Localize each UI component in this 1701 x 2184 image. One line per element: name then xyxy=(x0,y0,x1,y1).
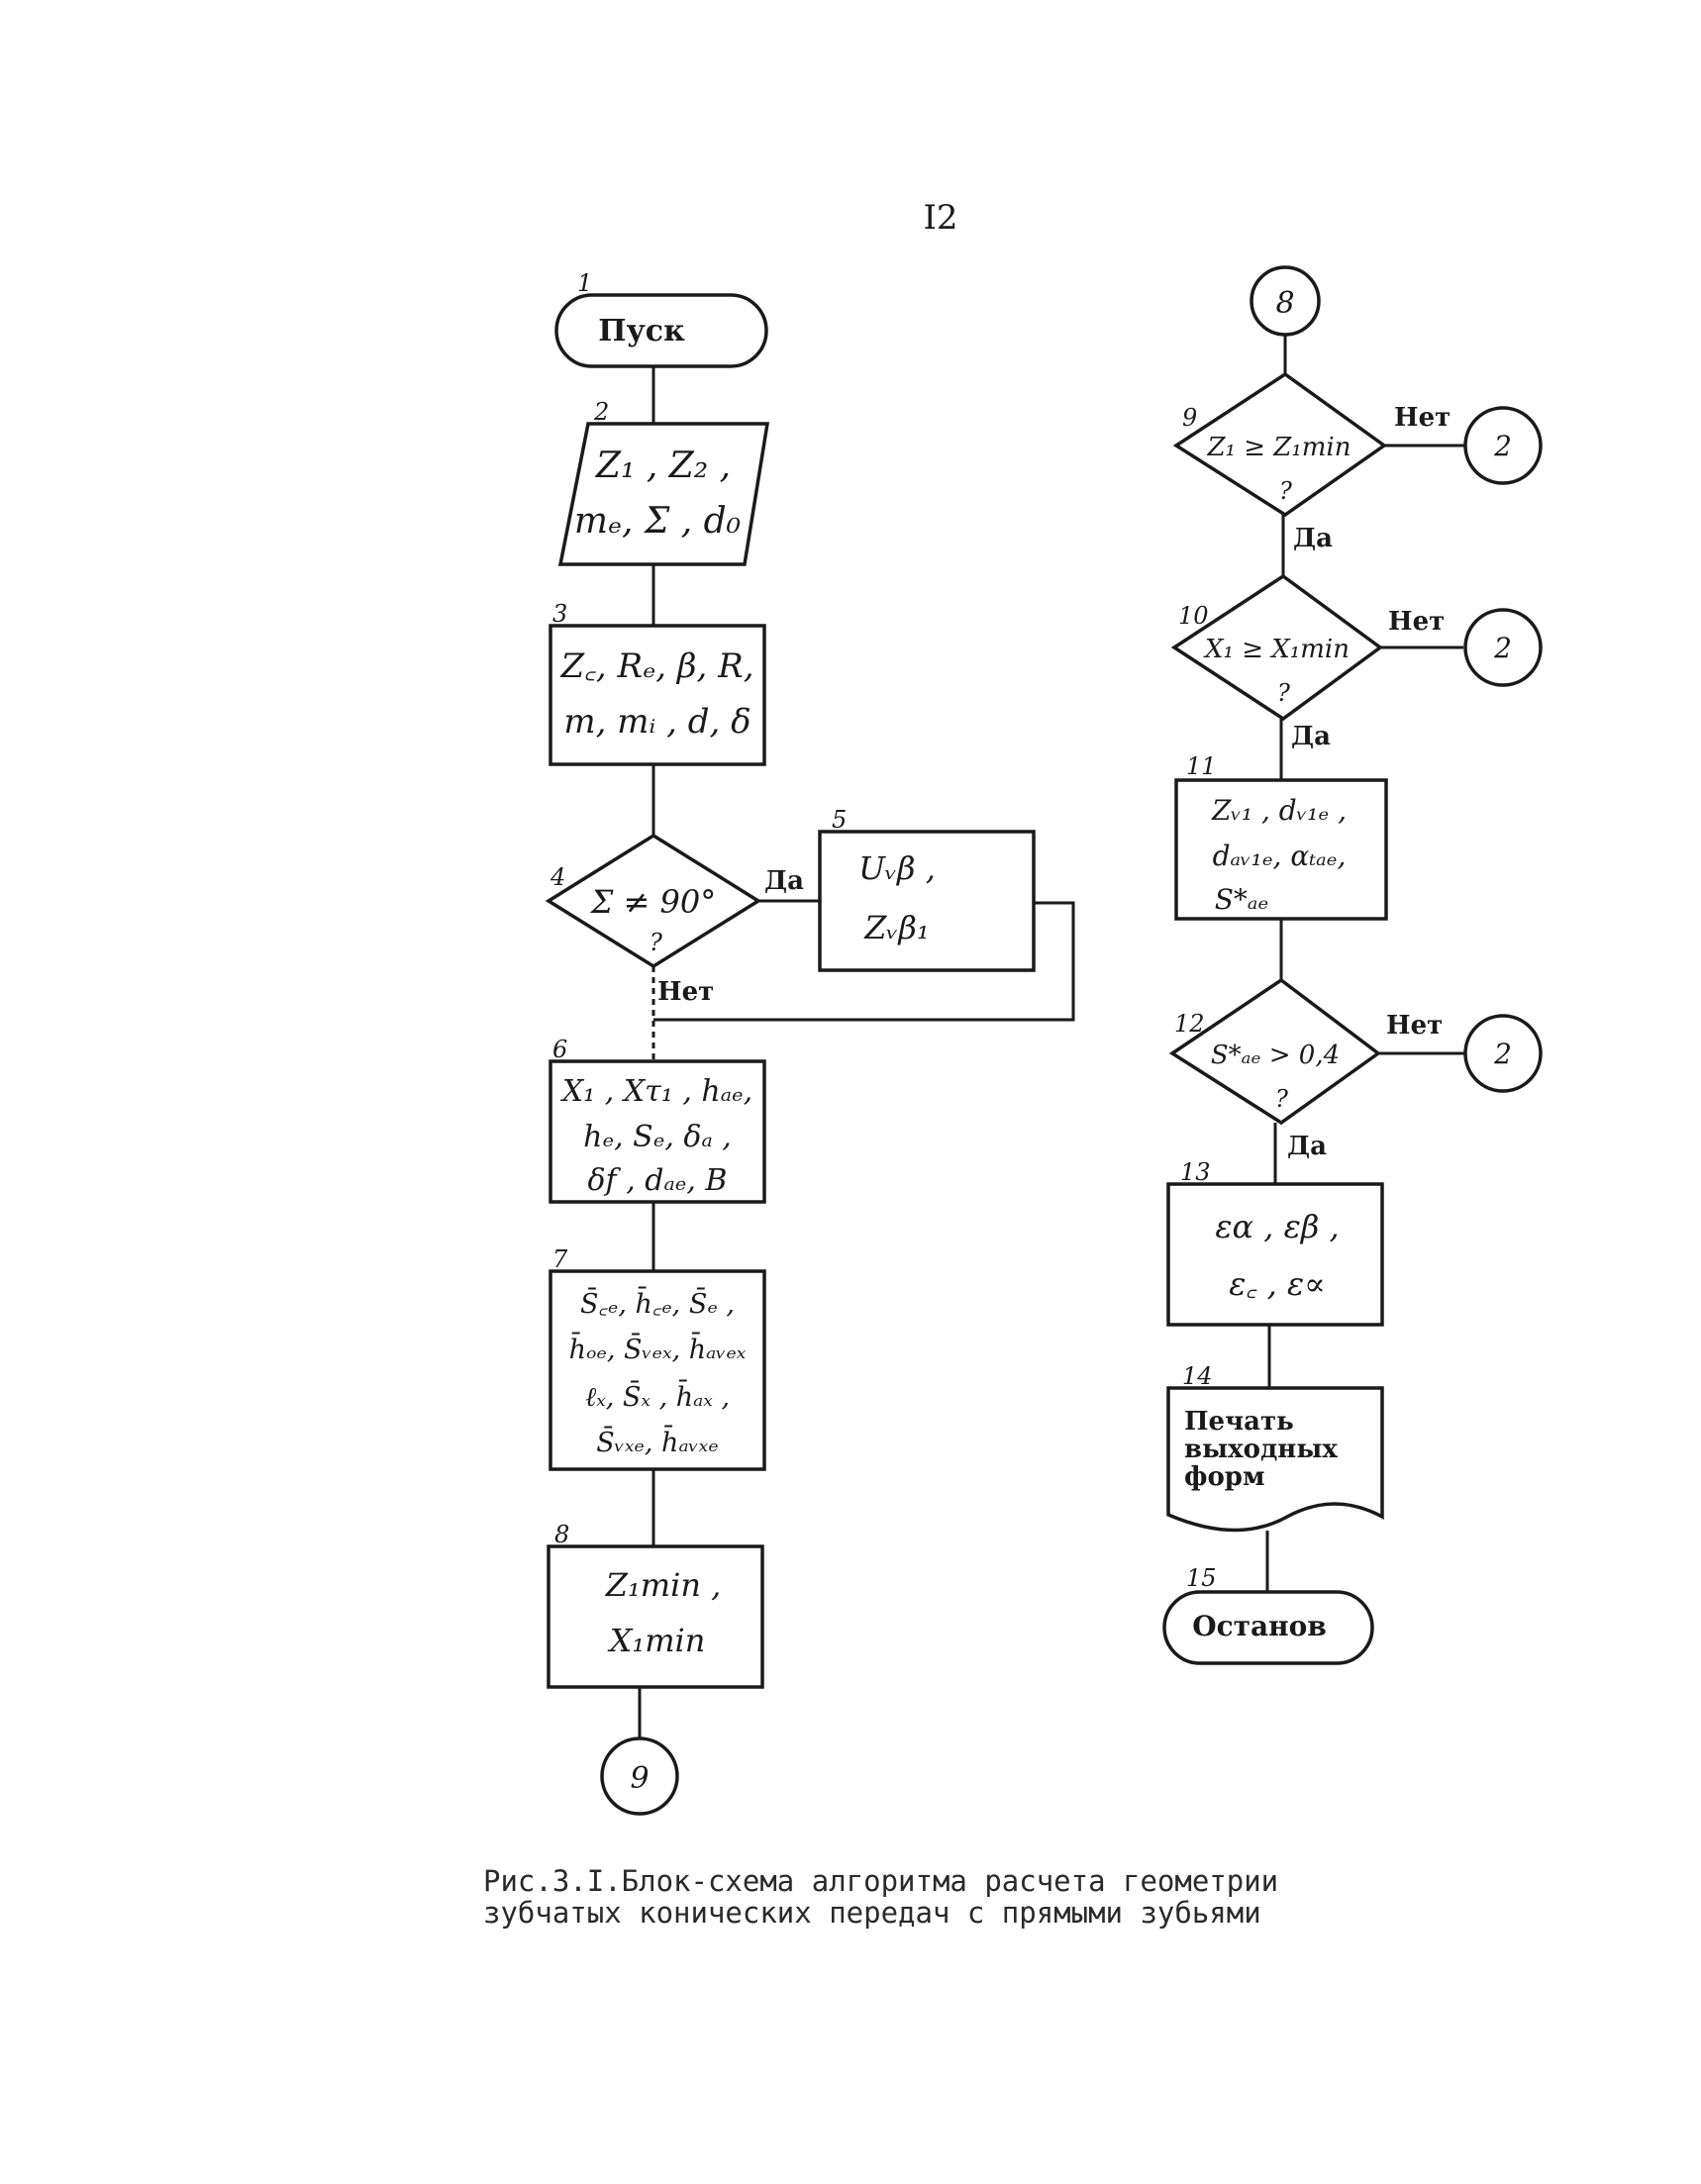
process-block-3 xyxy=(549,624,766,766)
decision-10-question: ? xyxy=(1277,679,1290,707)
block-7-line-3: ℓₓ, S̄ₓ , h̄ₐₓ , xyxy=(585,1378,730,1413)
block-7-line-2: h̄ₒₑ, S̄ᵥₑₓ, h̄ₐᵥₑₓ xyxy=(569,1331,747,1365)
block-11-number: 11 xyxy=(1186,752,1217,780)
block-12-condition: S*ₐₑ > 0,4 xyxy=(1211,1041,1340,1070)
decision-9-yes: Да xyxy=(1293,524,1333,553)
block-11-line-3: S*ₐₑ xyxy=(1215,883,1269,916)
block-5-number: 5 xyxy=(832,806,847,834)
decision-12-yes: Да xyxy=(1287,1132,1327,1161)
block-13-line-2: ε꜀ , ε∝ xyxy=(1229,1265,1326,1303)
process-block-8 xyxy=(547,1544,764,1689)
decision-4-question: ? xyxy=(650,929,662,956)
block-4-number: 4 xyxy=(550,863,565,891)
decision-4-no: Нет xyxy=(657,977,714,1007)
decision-4-yes: Да xyxy=(764,866,804,896)
decision-12-question: ? xyxy=(1275,1085,1288,1113)
block-3-number: 3 xyxy=(552,600,567,628)
block-9-condition: Z₁ ≥ Z₁min xyxy=(1206,433,1351,462)
block-14-line-1: Печать xyxy=(1184,1407,1294,1437)
page-number: I2 xyxy=(923,198,958,238)
process-block-5 xyxy=(818,830,1036,972)
decision-block-9 xyxy=(1172,371,1388,518)
block-8-number: 8 xyxy=(554,1521,569,1548)
figure-caption: Рис.3.I.Блок-схема алгоритма расчета гео… xyxy=(483,1865,1374,1929)
connector-bottom-left-label: 9 xyxy=(630,1761,649,1796)
start-terminator xyxy=(554,293,768,368)
process-block-13 xyxy=(1166,1182,1384,1327)
stop-terminator xyxy=(1162,1590,1374,1665)
decision-10-yes: Да xyxy=(1291,722,1331,751)
process-block-7 xyxy=(549,1269,766,1471)
block-11-line-2: dₐᵥ₁ₑ, αₜₐₑ, xyxy=(1213,840,1347,872)
block-8-line-2: X₁min xyxy=(607,1622,706,1659)
block-2-line-1: Z₁ , Z₂ , xyxy=(595,446,731,486)
block-6-line-3: δf , dₐₑ, B xyxy=(588,1163,728,1198)
block-7-number: 7 xyxy=(552,1245,568,1273)
block-6-line-1: X₁ , Xτ₁ , hₐₑ, xyxy=(560,1074,752,1109)
block-6-number: 6 xyxy=(552,1036,567,1063)
caption-line-2: зубчатых конических передач с прямыми зу… xyxy=(483,1896,1261,1930)
block-10-number: 10 xyxy=(1178,602,1209,630)
block-11-line-1: Zᵥ₁ , dᵥ₁ₑ , xyxy=(1211,794,1347,827)
document-block-14 xyxy=(1166,1386,1384,1533)
block-13-line-1: εα , εβ , xyxy=(1215,1208,1339,1245)
block-9-number: 9 xyxy=(1182,404,1197,432)
connector-top-right-label: 8 xyxy=(1275,286,1294,321)
decision-9-no: Нет xyxy=(1394,403,1451,433)
block-12-number: 12 xyxy=(1174,1010,1205,1038)
block-10-condition: X₁ ≥ X₁min xyxy=(1203,635,1350,664)
block-2-number: 2 xyxy=(593,398,609,426)
connector-right-10 xyxy=(1463,608,1543,687)
decision-block-12 xyxy=(1168,977,1381,1126)
decision-12-no: Нет xyxy=(1386,1011,1443,1041)
flow-line-return xyxy=(653,901,1075,1022)
start-label: Пуск xyxy=(598,314,685,348)
block-8-line-1: Z₁min , xyxy=(605,1566,722,1604)
block-3-line-2: m, mᵢ , d, δ xyxy=(563,702,750,742)
block-15-number: 15 xyxy=(1186,1564,1217,1592)
connector-right-9 xyxy=(1463,406,1543,485)
block-1-number: 1 xyxy=(577,269,592,297)
block-14-line-2: выходных xyxy=(1184,1435,1338,1464)
block-14-line-3: форм xyxy=(1184,1462,1265,1492)
connector-right-12-label: 2 xyxy=(1493,1038,1512,1070)
block-14-number: 14 xyxy=(1182,1362,1213,1390)
connector-right-9-label: 2 xyxy=(1493,430,1512,462)
caption-line-1: Рис.3.I.Блок-схема алгоритма расчета гео… xyxy=(483,1864,1279,1898)
input-parallelogram xyxy=(557,422,770,566)
block-6-line-2: hₑ, Sₑ, δₐ , xyxy=(583,1120,732,1154)
decision-block-10 xyxy=(1170,573,1383,722)
block-13-number: 13 xyxy=(1180,1158,1211,1186)
process-block-6 xyxy=(549,1059,766,1204)
connector-right-10-label: 2 xyxy=(1493,632,1512,664)
decision-9-question: ? xyxy=(1279,477,1292,505)
block-7-line-4: S̄ᵥₓₑ, h̄ₐᵥₓₑ xyxy=(596,1424,718,1458)
block-3-line-1: Z꜀, Rₑ, β, R, xyxy=(559,646,753,686)
block-4-condition: Σ ≠ 90° xyxy=(590,883,717,921)
decision-10-no: Нет xyxy=(1388,607,1445,637)
connector-right-12 xyxy=(1463,1014,1543,1093)
block-5-line-2: Zᵥβ₁ xyxy=(863,909,929,946)
block-2-line-2: mₑ, Σ , d₀ xyxy=(574,501,741,542)
block-5-line-1: Uᵥβ , xyxy=(858,849,936,887)
stop-label: Останов xyxy=(1192,1610,1327,1642)
connector-bottom-left xyxy=(600,1737,679,1816)
block-7-line-1: S̄꜀ₑ, h̄꜀ₑ, S̄ₑ , xyxy=(580,1285,735,1320)
